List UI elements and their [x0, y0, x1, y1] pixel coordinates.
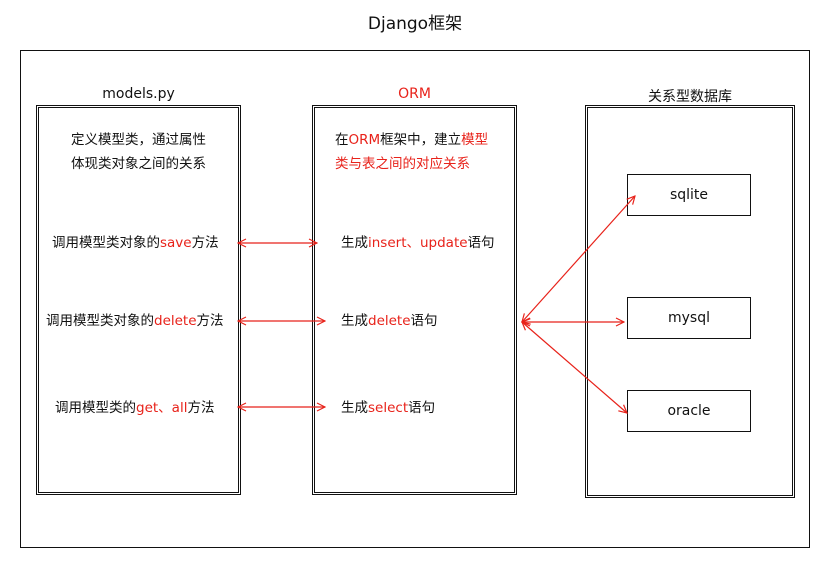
outer-frame — [20, 50, 810, 548]
models-row-delete-post: 方法 — [196, 313, 224, 329]
orm-intro: 在ORM框架中，建立模型 类与表之间的对应关系 — [335, 128, 488, 176]
orm-intro-c: 框架中，建立 — [380, 132, 462, 148]
db-mysql: mysql — [627, 297, 751, 339]
database-label: 关系型数据库 — [648, 89, 732, 105]
orm-row-insert-update-highlight: insert、update — [368, 235, 468, 251]
models-intro: 定义模型类，通过属性 体现类对象之间的关系 — [36, 128, 241, 176]
models-row-get-all: 调用模型类的get、all方法 — [55, 396, 214, 420]
models-row-delete-highlight: delete — [154, 313, 197, 329]
models-label: models.py — [102, 86, 175, 102]
arrow-orm-oracle — [522, 322, 627, 413]
orm-row-delete: 生成delete语句 — [341, 309, 438, 333]
orm-row-select-pre: 生成 — [341, 400, 368, 416]
db-sqlite: sqlite — [627, 174, 751, 216]
orm-row-insert-update-post: 语句 — [467, 235, 495, 251]
orm-row-insert-update-pre: 生成 — [341, 235, 368, 251]
models-row-save-highlight: save — [160, 235, 192, 251]
models-row-save-post: 方法 — [191, 235, 219, 251]
orm-intro-b: ORM — [348, 132, 381, 148]
orm-row-select-post: 语句 — [408, 400, 436, 416]
orm-row-insert-update: 生成insert、update语句 — [341, 231, 495, 255]
models-intro-line2: 体现类对象之间的关系 — [71, 156, 206, 172]
orm-row-select-highlight: select — [368, 400, 409, 416]
models-box — [36, 105, 241, 495]
models-row-delete-pre: 调用模型类对象的 — [46, 313, 154, 329]
models-row-save-pre: 调用模型类对象的 — [52, 235, 160, 251]
orm-row-delete-highlight: delete — [368, 313, 411, 329]
orm-label: ORM — [398, 86, 431, 102]
arrow-orm-sqlite — [522, 196, 635, 322]
orm-intro-line1: 在ORM框架中，建立模型 — [335, 128, 488, 152]
orm-row-select: 生成select语句 — [341, 396, 435, 420]
orm-row-delete-pre: 生成 — [341, 313, 368, 329]
models-intro-line1: 定义模型类，通过属性 — [71, 132, 206, 148]
db-oracle: oracle — [627, 390, 751, 432]
models-row-get-all-highlight: get、all — [136, 400, 188, 416]
orm-intro-d: 模型 — [461, 132, 489, 148]
models-row-get-all-post: 方法 — [187, 400, 215, 416]
models-row-delete: 调用模型类对象的delete方法 — [46, 309, 224, 333]
orm-box — [312, 105, 517, 495]
models-row-save: 调用模型类对象的save方法 — [52, 231, 219, 255]
orm-row-delete-post: 语句 — [410, 313, 438, 329]
models-row-get-all-pre: 调用模型类的 — [55, 400, 136, 416]
orm-intro-line2: 类与表之间的对应关系 — [335, 156, 470, 172]
orm-intro-a: 在 — [335, 132, 349, 148]
diagram-title: Django框架 — [367, 14, 463, 34]
